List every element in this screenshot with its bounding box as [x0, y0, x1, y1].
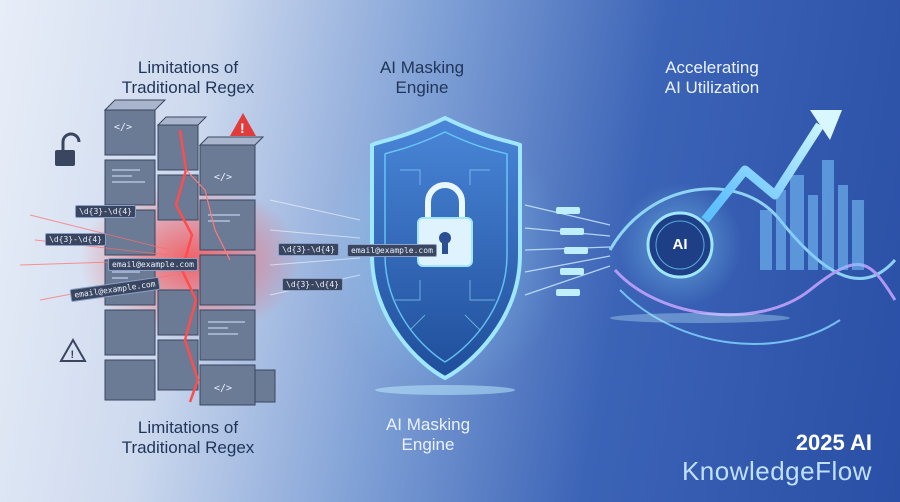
shield-lock-icon: [370, 115, 522, 381]
regex-tag: \d{3}-\d{4}: [75, 205, 136, 218]
brain-icon: [646, 211, 714, 279]
right-section-title: Accelerating AI Utilization: [664, 58, 760, 97]
ai-chip-label: AI: [672, 236, 688, 253]
lock-open-icon: [55, 132, 81, 166]
rising-arrow-icon: [701, 110, 842, 223]
svg-text:!: !: [240, 120, 245, 136]
email-tag: email@example.com: [108, 258, 198, 271]
svg-text:!: !: [71, 349, 75, 361]
svg-text:</>: </>: [214, 383, 232, 394]
data-stream-right: [524, 204, 611, 296]
brand-name: KnowledgeFlow: [681, 456, 872, 486]
email-tag: email@example.com: [347, 244, 437, 257]
center-section-title: AI Masking Engine: [379, 58, 465, 97]
masked-tokens: [556, 207, 588, 296]
code-icon: </> </> </>: [114, 122, 232, 394]
warning-icon-small: !: [59, 337, 87, 362]
brand-year-label: 2025 AI: [795, 430, 872, 455]
regex-wall: [103, 99, 276, 406]
regex-tag: \d{3}-\d{4}: [45, 233, 106, 246]
center-section-caption: AI Masking Engine: [385, 415, 471, 454]
regex-tag: \d{3}-\d{4}: [278, 243, 339, 256]
svg-text:</>: </>: [214, 172, 232, 183]
left-section-caption: Limitations of Traditional Regex: [121, 418, 255, 457]
left-section-title: Limitations of Traditional Regex: [121, 58, 255, 97]
regex-tag: \d{3}-\d{4}: [282, 278, 343, 291]
skyline: [760, 160, 864, 270]
warning-icon: !: [230, 113, 256, 136]
svg-text:</>: </>: [114, 122, 132, 133]
